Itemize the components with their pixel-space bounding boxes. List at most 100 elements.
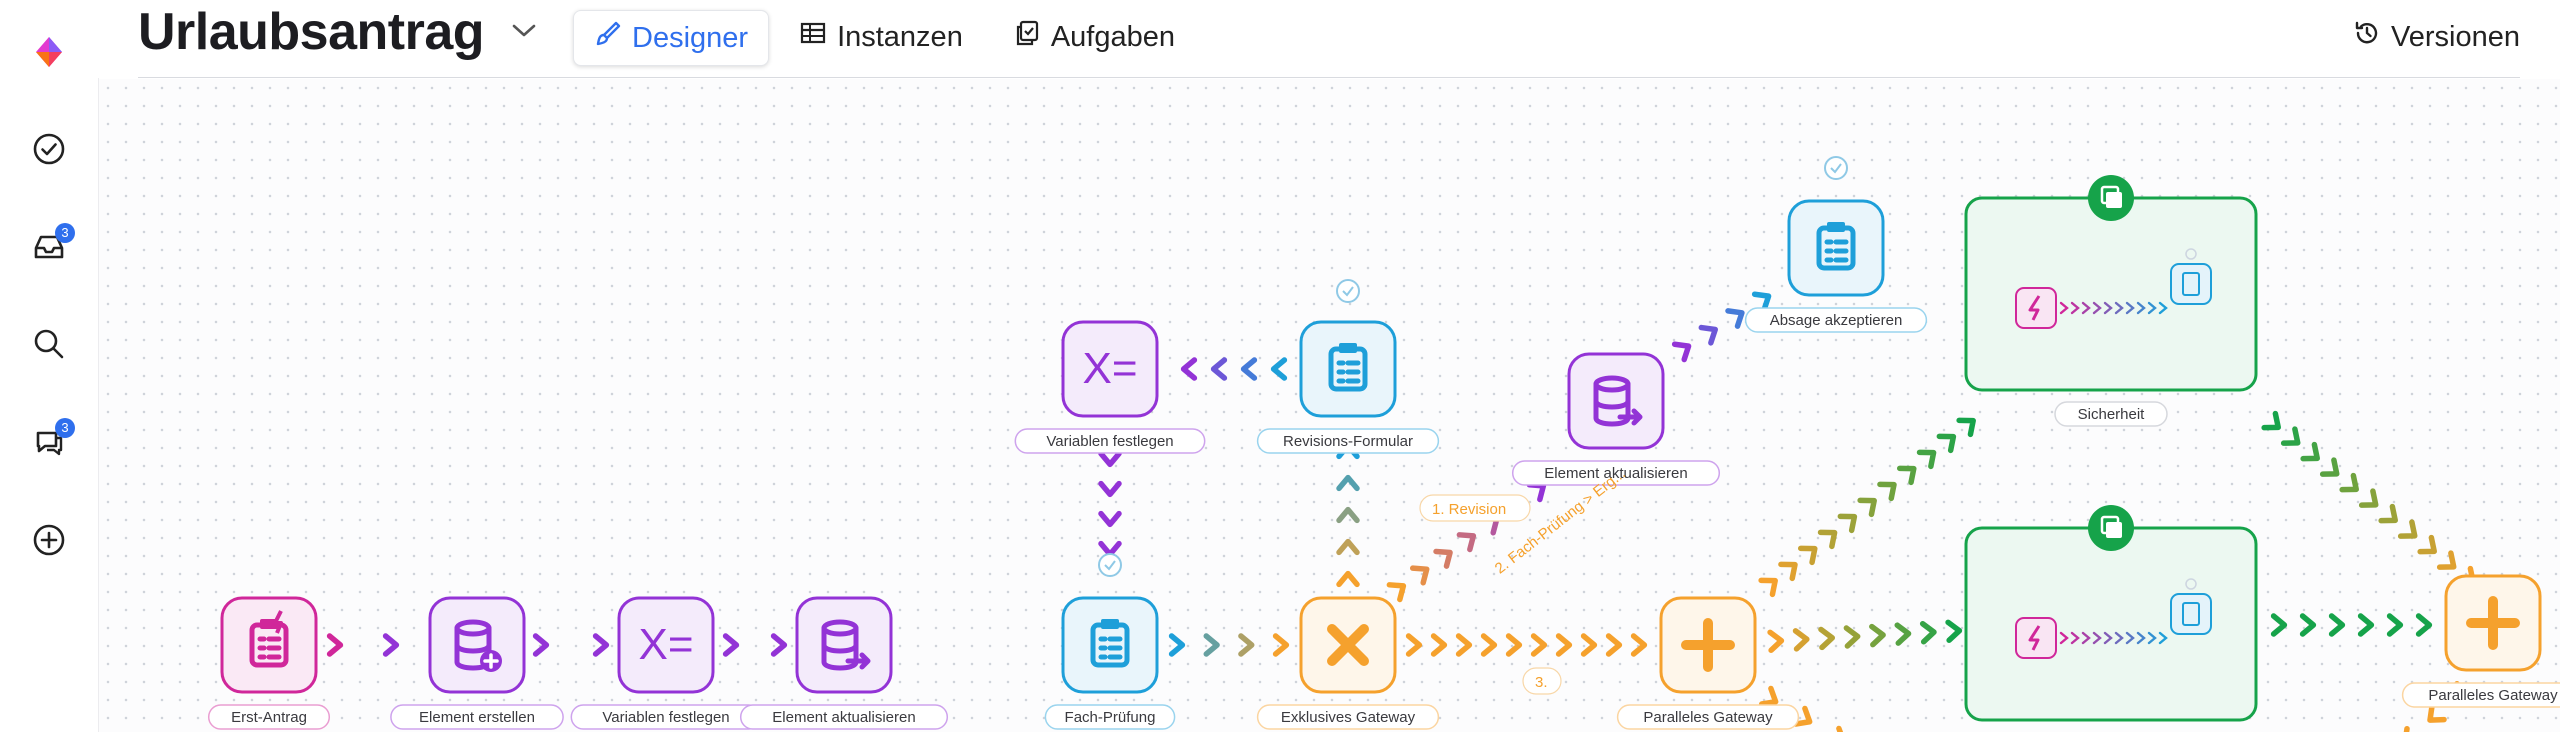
edge-chevron: [592, 633, 610, 657]
edge-paralleles-down[interactable]: [1759, 685, 1848, 732]
chevron-down-icon[interactable]: [510, 20, 538, 45]
node-element-aktualisieren-2[interactable]: [1567, 352, 1665, 450]
chat-icon[interactable]: 3: [27, 418, 75, 464]
edge-chevron: [1818, 626, 1835, 651]
node-revisions-formular[interactable]: [1299, 320, 1397, 418]
mini-trigger-icon: [2015, 287, 2057, 329]
edge-fach-pruefung-gateway[interactable]: [1168, 633, 1290, 657]
versions-button[interactable]: Versionen: [2353, 12, 2520, 62]
node-element-erstellen[interactable]: [428, 596, 526, 694]
edge-chevron: [2299, 613, 2317, 637]
edge-chevron: [1336, 474, 1360, 492]
edge-chevron: [2417, 534, 2437, 555]
edge-chevron: [1203, 633, 1220, 657]
edge-chevron: [1857, 497, 1877, 518]
edge-chevron: [2436, 550, 2457, 570]
node-paralleles-gateway-1[interactable]: [1659, 596, 1757, 694]
database-update-icon: [1593, 375, 1643, 427]
edge-chevron: [2386, 613, 2404, 637]
edge-chevron: [1505, 633, 1523, 657]
edge-paralleles-subprocess[interactable]: [1767, 619, 1963, 654]
diamond-logo-icon[interactable]: [27, 30, 71, 74]
edge-chevron: [1336, 506, 1360, 524]
edge-chevron: [1827, 725, 1847, 732]
edge-gateway-revisions-formular[interactable]: [1336, 442, 1360, 588]
edge-variablen-element-aktualisieren[interactable]: [722, 633, 788, 657]
edge-chevron: [1238, 633, 1255, 657]
edge-revisions-variablen[interactable]: [1180, 357, 1288, 381]
status-check-icon: [1098, 553, 1122, 577]
node-variablen-festlegen-1[interactable]: X=: [617, 596, 715, 694]
node-paralleles-gateway-2[interactable]: [2444, 574, 2542, 672]
svg-text:Fach-Prüfung: Fach-Prüfung: [1065, 709, 1156, 726]
edge-chevron: [1433, 548, 1453, 569]
node-element-aktualisieren-1[interactable]: [795, 596, 893, 694]
edge-erst-antrag-element-erstellen[interactable]: [326, 633, 400, 657]
edge-subprocess-paralleles-2[interactable]: [2270, 613, 2433, 637]
edge-chevron: [1386, 582, 1407, 603]
edge-chevron: [1240, 357, 1258, 381]
edge-chevron: [1210, 357, 1228, 381]
edge-chevron: [1894, 622, 1912, 646]
edge-chevron: [1751, 291, 1772, 313]
node-label-absage-akzeptieren: Absage akzeptieren: [1744, 307, 1928, 333]
edge-chevron: [2397, 519, 2418, 539]
edge-chevron: [1778, 561, 1798, 582]
tab-instanzen-label: Instanzen: [837, 20, 963, 53]
edge-chevron: [1409, 565, 1430, 586]
node-variablen-festlegen-2[interactable]: X=: [1061, 320, 1159, 418]
edge-chevron: [1817, 529, 1838, 550]
subprocess-sicherheit[interactable]: [1964, 175, 2258, 392]
inbox-badge: 3: [55, 223, 75, 243]
edge-chevron: [722, 633, 740, 657]
sidebar: 3 3: [0, 0, 99, 732]
subprocess-subprocess-2[interactable]: [1964, 505, 2258, 722]
plus-circle-icon[interactable]: [27, 518, 71, 562]
inbox-icon[interactable]: 3: [27, 223, 75, 269]
svg-text:Paralleles Gateway: Paralleles Gateway: [2428, 687, 2558, 704]
parallel-gateway-icon: [1681, 618, 1735, 672]
tasks-icon: [1013, 19, 1041, 55]
edge-chevron: [1797, 545, 1818, 566]
clipboard-icon: [1816, 222, 1856, 271]
edge-element-erstellen-variablen[interactable]: [532, 633, 610, 657]
edge-gateway-paralleles-gateway[interactable]: [1405, 633, 1648, 657]
edge-chevron: [1896, 465, 1917, 486]
node-label-erst-antrag: Erst-Antrag: [207, 704, 331, 730]
node-fach-pruefung[interactable]: [1061, 596, 1159, 694]
brush-icon: [594, 20, 622, 56]
edge-element-aktualisieren-absage[interactable]: [1671, 289, 1774, 363]
edge-chevron: [1530, 633, 1548, 657]
edge-chevron: [1843, 625, 1861, 649]
tab-aufgaben[interactable]: Aufgaben: [993, 10, 1195, 64]
edge-chevron: [1098, 450, 1122, 468]
node-label-element-aktualisieren-2: Element aktualisieren: [1511, 460, 1721, 486]
svg-text:Variablen festlegen: Variablen festlegen: [1046, 433, 1173, 450]
node-absage-akzeptieren[interactable]: [1787, 199, 1885, 297]
edge-chevron: [1580, 633, 1598, 657]
node-erst-antrag[interactable]: [220, 596, 318, 694]
edge-chevron: [2261, 410, 2281, 431]
edge-paralleles-sicherheit[interactable]: [1758, 414, 1979, 598]
edge-chevron: [1869, 623, 1886, 648]
node-label-revisions-formular: Revisions-Formular: [1256, 428, 1440, 454]
edge-chevron: [1098, 510, 1122, 528]
edge-variablen-fach-pruefung[interactable]: [1098, 450, 1122, 558]
edge-chevron: [1945, 619, 1963, 644]
node-label-variablen-festlegen-1: Variablen festlegen: [570, 704, 762, 730]
edge-chevron: [2280, 426, 2301, 446]
edge-chevron: [2427, 703, 2447, 723]
edge-chevron: [1792, 628, 1810, 652]
edge-chevron: [1936, 433, 1957, 454]
node-exklusives-gateway[interactable]: [1299, 596, 1397, 694]
svg-text:Element erstellen: Element erstellen: [419, 709, 535, 726]
svg-text:3.: 3.: [1535, 674, 1548, 691]
clipboard-icon: [1328, 343, 1368, 392]
tab-designer[interactable]: Designer: [573, 10, 770, 66]
search-icon[interactable]: [27, 322, 71, 366]
edge-sicherheit-paralleles-2[interactable]: [2261, 410, 2479, 590]
check-circle-icon[interactable]: [27, 127, 71, 171]
tab-instanzen[interactable]: Instanzen: [779, 10, 983, 64]
